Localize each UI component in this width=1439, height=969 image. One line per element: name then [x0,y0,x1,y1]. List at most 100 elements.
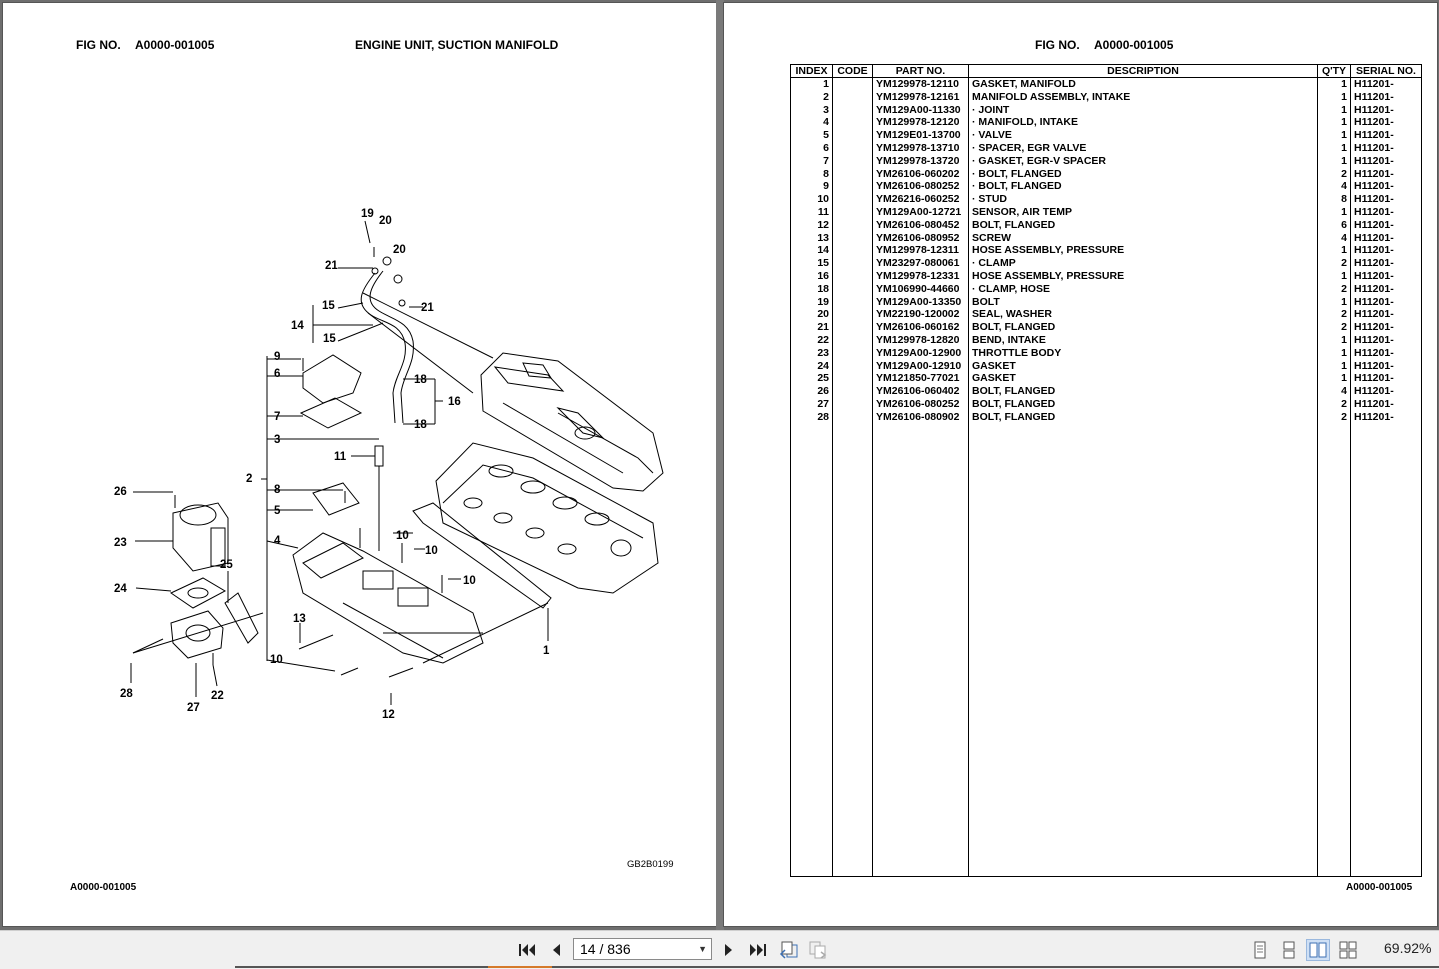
table-header-row: INDEX CODE PART NO. DESCRIPTION Q'TY SER… [790,64,1422,78]
facing-view-button[interactable] [1306,939,1330,961]
cell-part-no: YM129978-13720 [872,154,969,168]
cell-code [832,333,873,347]
previous-page-icon [553,944,560,956]
cell-qty: 6 [1317,218,1351,232]
cell-serial: H11201- [1350,129,1422,142]
cell-index: 19 [790,295,833,309]
cell-index: 12 [790,218,833,232]
cell-qty: 1 [1317,359,1351,373]
cell-code [832,282,873,296]
intake-bend-outline [170,610,224,659]
cell-description: BOLT, FLANGED [968,410,1318,424]
cell-serial: H11201- [1350,103,1422,117]
cell-qty: 1 [1317,141,1351,155]
previous-view-icon [779,941,798,959]
cell-qty: 2 [1317,410,1351,424]
cell-serial: H11201- [1350,385,1422,398]
cell-serial: H11201- [1350,269,1422,283]
col-code: CODE [832,64,873,78]
pressure-hose-path [360,272,406,424]
col-index: INDEX [790,64,833,78]
next-page-button[interactable] [719,940,739,960]
continuous-facing-view-button[interactable] [1336,939,1360,961]
cell-qty: 2 [1317,282,1351,296]
cell-code [832,193,873,206]
cell-code [832,218,873,232]
cell-part-no: YM129978-12120 [872,116,969,130]
continuous-view-button[interactable] [1277,939,1301,961]
cell-index: 2 [790,90,833,104]
cell-serial: H11201- [1350,77,1422,91]
cell-description: GASKET, MANIFOLD [968,77,1318,91]
cell-serial: H11201- [1350,410,1422,424]
cell-serial: H11201- [1350,141,1422,155]
cell-serial: H11201- [1350,193,1422,206]
cell-part-no: YM129978-12161 [872,90,969,104]
cell-qty: 2 [1317,397,1351,411]
cell-part-no: YM129A00-12910 [872,359,969,373]
next-view-button[interactable] [808,940,828,960]
cell-description: · VALVE [968,129,1318,142]
cell-description: BEND, INTAKE [968,333,1318,347]
head-cover-outline [480,352,664,492]
cell-part-no: YM26106-080252 [872,397,969,411]
cell-index: 13 [790,231,833,245]
cell-qty: 1 [1317,295,1351,309]
page-number-input[interactable]: 14 / 836 ▼ [573,938,712,960]
page-dropdown-icon[interactable]: ▼ [698,944,707,954]
cell-index: 24 [790,359,833,373]
cell-index: 28 [790,410,833,424]
callout-3: 3 [274,434,280,446]
cell-index: 18 [790,282,833,296]
page-gap [716,0,724,930]
callout-15: 15 [322,300,335,312]
cell-qty: 4 [1317,180,1351,194]
cell-index: 4 [790,116,833,130]
cell-index: 11 [790,205,833,219]
callout-10-c: 10 [463,575,476,587]
callout-27: 27 [187,702,200,714]
cell-description: SCREW [968,231,1318,245]
cell-code [832,205,873,219]
cell-code [832,372,873,386]
callout-2: 2 [246,473,252,485]
cell-qty: 1 [1317,103,1351,117]
cylinder-head-outline [435,442,659,594]
viewer-toolbar: 14 / 836 ▼ 69.92% [0,930,1439,969]
callout-20: 20 [379,215,392,227]
cell-description: HOSE ASSEMBLY, PRESSURE [968,244,1318,258]
callout-7: 7 [274,411,280,423]
first-page-button[interactable] [517,940,537,960]
cell-part-no: YM26106-080452 [872,218,969,232]
cell-qty: 1 [1317,154,1351,168]
cell-serial: H11201- [1350,116,1422,130]
cell-part-no: YM129E01-13700 [872,129,969,142]
previous-page-button[interactable] [546,940,566,960]
cell-description: BOLT, FLANGED [968,385,1318,398]
callout-15-b: 15 [323,333,336,345]
zoom-level[interactable]: 69.92% [1384,940,1432,956]
cell-qty: 1 [1317,333,1351,347]
cell-description: HOSE ASSEMBLY, PRESSURE [968,269,1318,283]
cell-code [832,269,873,283]
cell-part-no: YM129A00-12721 [872,205,969,219]
single-page-view-icon [1254,941,1266,959]
cell-qty: 4 [1317,385,1351,398]
cell-part-no: YM26106-060402 [872,385,969,398]
cell-index: 8 [790,167,833,181]
previous-view-button[interactable] [779,940,799,960]
last-page-button[interactable] [748,940,768,960]
cell-serial: H11201- [1350,244,1422,258]
callout-1: 1 [543,645,550,657]
single-page-view-button[interactable] [1248,939,1272,961]
callout-18-b: 18 [414,419,427,431]
cell-index: 26 [790,385,833,398]
cell-qty: 2 [1317,167,1351,181]
cell-serial: H11201- [1350,372,1422,386]
